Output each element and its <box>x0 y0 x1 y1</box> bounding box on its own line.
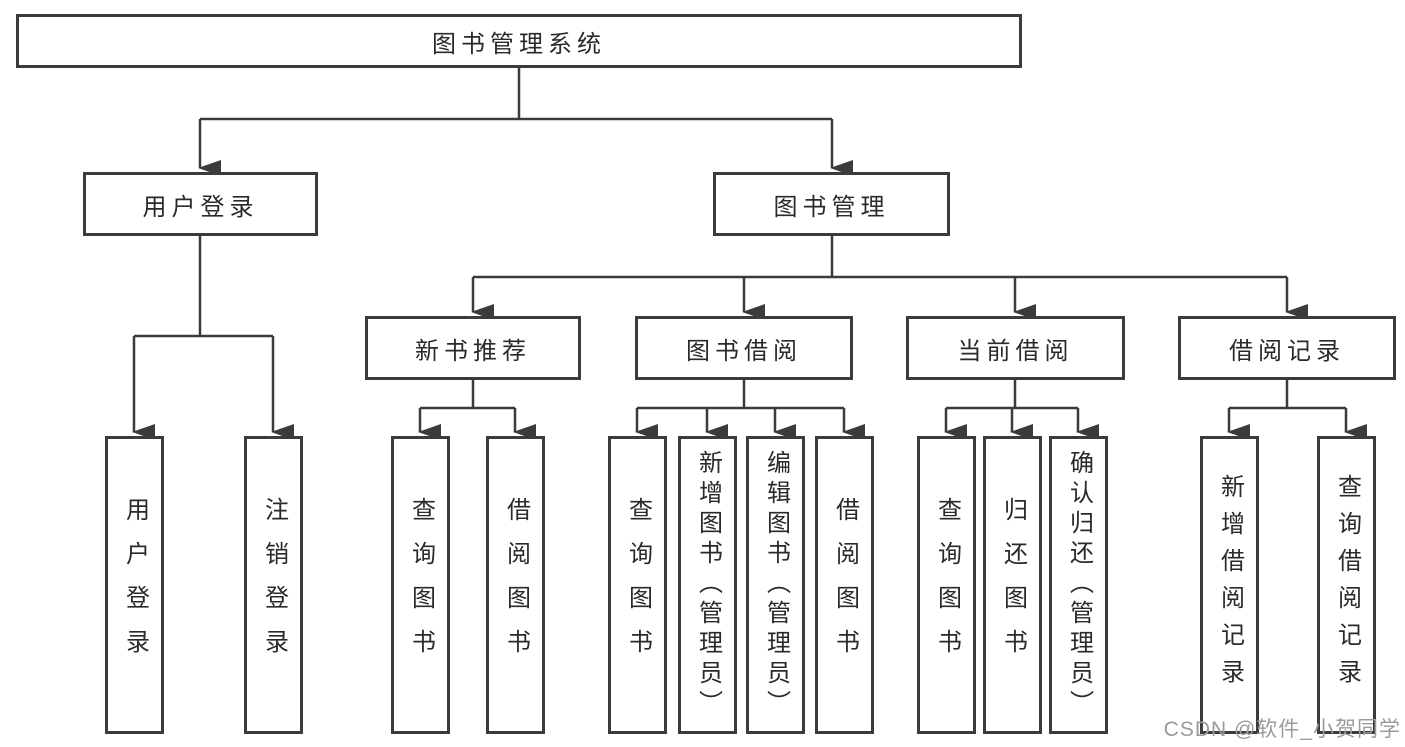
leaf-confirm-return-admin: 确认归还（管理员） <box>1049 436 1108 734</box>
node-new-book-recommend-label: 新书推荐 <box>415 337 531 365</box>
node-root-system: 图书管理系统 <box>16 14 1022 68</box>
leaf-borrow-query-books: 查询图书 <box>608 436 667 734</box>
edge-root-trunk <box>200 68 832 121</box>
node-user-login-label: 用户登录 <box>142 193 259 221</box>
node-borrow-records: 借阅记录 <box>1178 316 1396 380</box>
leaf-query-borrow-record: 查询借阅记录 <box>1317 436 1376 734</box>
leaf-recommend-borrow-books-label: 借阅图书 <box>502 497 530 673</box>
leaf-current-query-books-label: 查询图书 <box>933 497 961 673</box>
edge-book-mgmt-trunk <box>473 236 1287 279</box>
node-borrow-records-label: 借阅记录 <box>1229 337 1345 365</box>
edge-user-login-trunk <box>134 236 273 338</box>
leaf-add-books-admin-label: 新增图书（管理员） <box>694 450 722 720</box>
edge-borrow-records-trunk <box>1229 380 1346 410</box>
leaf-confirm-return-admin-label: 确认归还（管理员） <box>1065 450 1093 720</box>
csdn-watermark: CSDN @软件_小贺同学 <box>1163 718 1401 741</box>
edge-book-borrow-trunk <box>637 380 844 410</box>
leaf-borrow-books: 借阅图书 <box>815 436 874 734</box>
edge-current-borrow-trunk <box>946 380 1078 410</box>
leaf-current-query-books: 查询图书 <box>917 436 976 734</box>
edge-new-book-trunk <box>420 380 515 410</box>
leaf-return-books: 归还图书 <box>983 436 1042 734</box>
node-user-login: 用户登录 <box>83 172 318 236</box>
leaf-add-borrow-record-label: 新增借阅记录 <box>1216 474 1244 696</box>
leaf-recommend-query-books: 查询图书 <box>391 436 450 734</box>
node-book-borrow: 图书借阅 <box>635 316 853 380</box>
leaf-recommend-query-books-label: 查询图书 <box>407 497 435 673</box>
leaf-add-books-admin: 新增图书（管理员） <box>678 436 737 734</box>
leaf-logout-label: 注销登录 <box>260 497 288 673</box>
node-new-book-recommend: 新书推荐 <box>365 316 581 380</box>
leaf-user-login: 用户登录 <box>105 436 164 734</box>
leaf-query-borrow-record-label: 查询借阅记录 <box>1333 474 1361 696</box>
leaf-add-borrow-record: 新增借阅记录 <box>1200 436 1259 734</box>
node-current-borrow: 当前借阅 <box>906 316 1125 380</box>
leaf-user-login-label: 用户登录 <box>121 497 149 673</box>
leaf-logout: 注销登录 <box>244 436 303 734</box>
node-root-system-label: 图书管理系统 <box>432 30 606 58</box>
leaf-return-books-label: 归还图书 <box>999 497 1027 673</box>
node-current-borrow-label: 当前借阅 <box>957 337 1074 365</box>
leaf-borrow-query-books-label: 查询图书 <box>624 497 652 673</box>
leaf-recommend-borrow-books: 借阅图书 <box>486 436 545 734</box>
leaf-borrow-books-label: 借阅图书 <box>831 497 859 673</box>
node-book-management-label: 图书管理 <box>773 193 890 221</box>
node-book-management: 图书管理 <box>713 172 950 236</box>
leaf-edit-books-admin: 编辑图书（管理员） <box>746 436 805 734</box>
leaf-edit-books-admin-label: 编辑图书（管理员） <box>762 450 790 720</box>
node-book-borrow-label: 图书借阅 <box>686 337 802 365</box>
